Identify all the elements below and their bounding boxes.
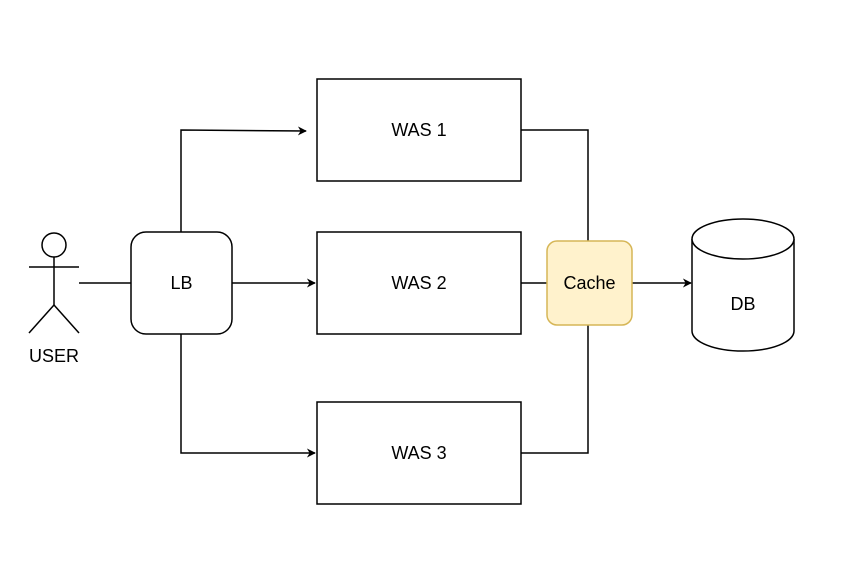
edge-lb-was1 (180, 126, 307, 232)
cylinder-database-icon (691, 218, 795, 352)
user-actor: USER (28, 232, 80, 366)
user-label: USER (29, 346, 79, 366)
edge-lb-was3 (180, 334, 316, 458)
was3-node: WAS 3 (316, 401, 522, 505)
was2-label: WAS 2 (391, 273, 446, 293)
was3-label: WAS 3 (391, 443, 446, 463)
db-label: DB (730, 294, 755, 314)
stick-figure-icon (28, 232, 80, 334)
was1-label: WAS 1 (391, 120, 446, 140)
cache-label: Cache (563, 273, 615, 293)
cache-node: Cache (546, 240, 633, 326)
load-balancer-node: LB (130, 231, 233, 335)
database-node: DB (691, 218, 795, 352)
was2-node: WAS 2 (316, 231, 522, 335)
connectors (79, 126, 692, 458)
edge-was1-cache (521, 129, 589, 241)
lb-label: LB (170, 273, 192, 293)
was1-node: WAS 1 (316, 78, 522, 182)
edge-was3-cache (521, 325, 589, 454)
